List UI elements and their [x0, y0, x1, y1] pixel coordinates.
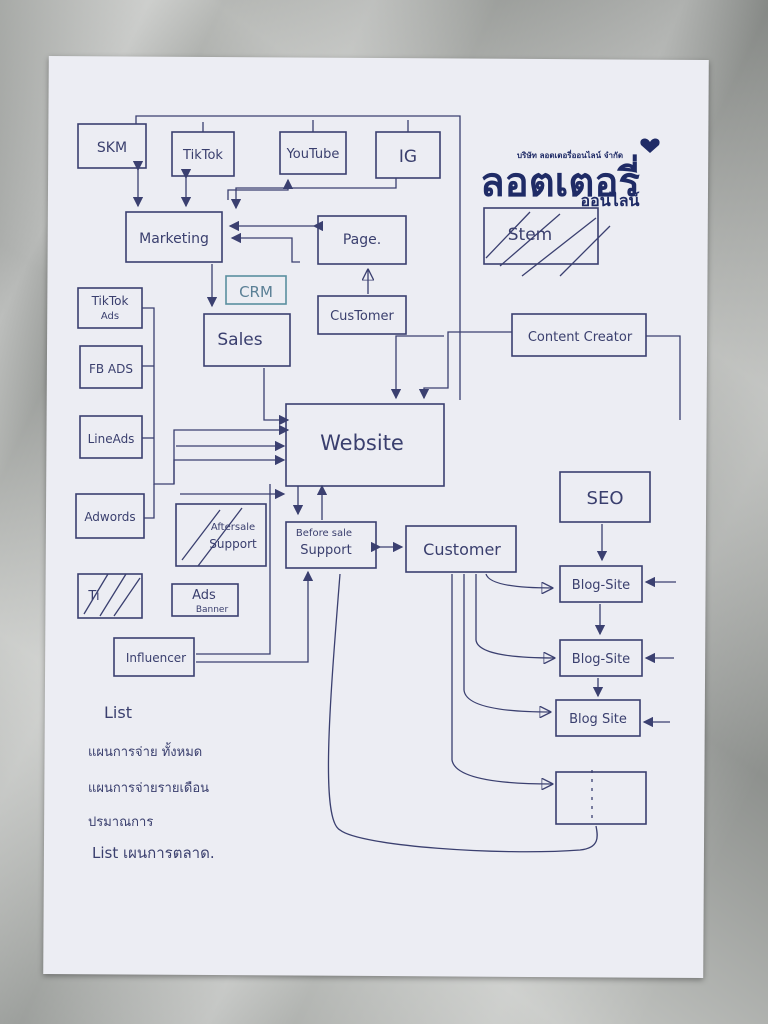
connector-line [230, 178, 397, 210]
notes-heading: List [104, 703, 132, 722]
connector-line [418, 331, 512, 400]
aftersale-label-2: Support [209, 537, 257, 551]
content-creator-box [511, 313, 647, 357]
ti-crossout [83, 573, 141, 617]
customer-mid-label: Customer [423, 540, 501, 559]
ads-banner-box [171, 583, 239, 617]
line-ads-label: LineAds [88, 432, 135, 446]
tiktok-label: TikTok [182, 148, 223, 163]
connector-line [646, 335, 681, 420]
connector-line [327, 573, 598, 853]
seo-label: SEO [587, 488, 624, 509]
ads-banner-label-1: Ads [192, 588, 216, 603]
connector-line [451, 574, 552, 784]
customer-top-box [317, 295, 407, 335]
aftersale-box [175, 503, 267, 567]
notes-line-2: แผนการจ่ายรายเดือน [88, 780, 209, 796]
stem-crossout [485, 211, 611, 277]
connector-line [475, 574, 554, 658]
website-box [285, 403, 445, 487]
youtube-label: YouTube [286, 147, 340, 162]
ig-label: IG [399, 147, 417, 167]
connector-line [263, 368, 290, 426]
marketing-box [125, 211, 223, 263]
influencer-label: Influencer [126, 651, 186, 665]
marketing-label: Marketing [139, 231, 209, 247]
connector-line [485, 573, 552, 588]
blog-site-3-label: Blog Site [569, 712, 627, 727]
connector-line [173, 454, 286, 484]
website-label: Website [320, 431, 404, 455]
blog-site-2-label: Blog-Site [572, 652, 630, 667]
fb-ads-box [79, 345, 143, 389]
connector-line [227, 178, 294, 200]
logo-main-text: ลอตเตอรี่ [480, 154, 640, 206]
logo-small-line: บริษัท ลอตเตอรี่ออนไลน์ จำกัด [517, 149, 623, 160]
before-sale-label-2: Support [300, 543, 351, 558]
tiktok-ads-label-1: TikTok [91, 294, 129, 308]
page-label: Page. [343, 232, 381, 248]
ads-banner-label-2: Banner [196, 605, 229, 615]
fb-ads-label: FB ADS [89, 362, 133, 376]
heart-icon [640, 138, 660, 153]
stem-box [483, 207, 599, 265]
tiktok-ads-label-2: Ads [101, 311, 119, 322]
blog-site-1-label: Blog-Site [572, 578, 630, 593]
crm-box [225, 275, 287, 305]
notes-line-4: List เผนการตลาด. [92, 844, 215, 862]
sales-label: Sales [217, 330, 262, 350]
adwords-box [75, 493, 145, 539]
seo-box [559, 471, 651, 523]
aftersale-crossout [181, 507, 243, 567]
blog-site-1-box [559, 565, 643, 603]
adwords-label: Adwords [84, 510, 135, 524]
company-logo: บริษัท ลอตเตอรี่ออนไลน์ จำกัด ลอตเตอรี่ … [480, 138, 660, 210]
notes-line-3: ปรมาณการ [88, 815, 153, 830]
logo-sub-text: ออนไลน์ [581, 191, 640, 210]
blog-site-2-box [559, 639, 643, 677]
connector-line [230, 232, 300, 263]
line-ads-box [79, 415, 143, 459]
ti-box [77, 573, 143, 619]
connector-line [196, 484, 271, 655]
connector-line [142, 307, 290, 485]
page-box [317, 215, 407, 265]
sales-box [203, 313, 291, 367]
skm-label: SKM [97, 140, 127, 156]
influencer-box [113, 637, 195, 677]
customer-top-label: CusTomer [330, 309, 394, 324]
before-sale-label-1: Before sale [296, 528, 352, 539]
aftersale-label-1: Aftersale [211, 522, 255, 533]
connector-line [196, 570, 314, 663]
content-creator-label: Content Creator [528, 330, 633, 345]
notes-line-1: แผนการจ่าย ทั้งหมด [88, 742, 202, 760]
skm-box [77, 123, 147, 169]
crm-label: CRM [239, 283, 273, 301]
connector-line [390, 335, 444, 400]
blog-site-3-box [555, 699, 641, 737]
connector-line [463, 574, 550, 712]
blank-box [555, 771, 647, 825]
connector-line [144, 484, 155, 519]
customer-mid-box [405, 525, 517, 573]
connector-line [135, 115, 461, 400]
